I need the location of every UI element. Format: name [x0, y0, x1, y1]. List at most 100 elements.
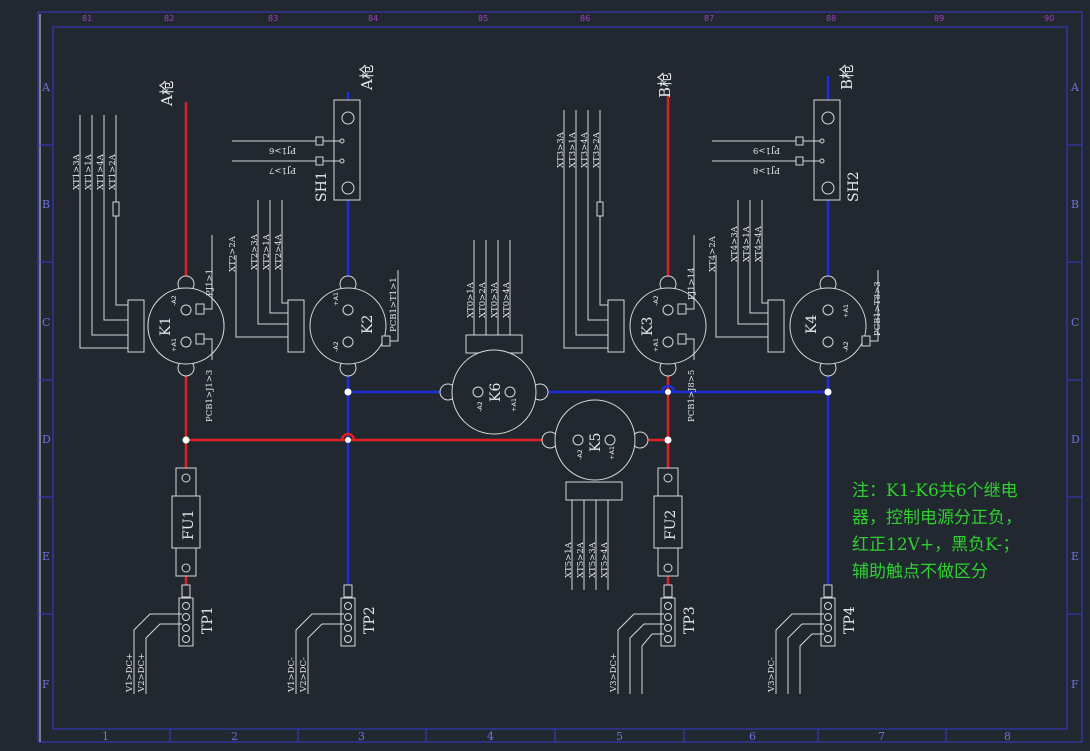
terminal-wire-label: V2>DC-	[299, 657, 309, 693]
row-zone-label: E	[42, 550, 50, 563]
pin-label: -A2	[652, 295, 660, 306]
terminal-tp4: V3>DC- TP4	[767, 584, 858, 694]
note-line: 红正12V+，黑负K-；	[852, 535, 1019, 555]
relay-label: K5	[588, 433, 604, 452]
col-tick: 82	[164, 14, 174, 23]
terminal-tp1: V1>DC+ V2>DC+ TP1	[125, 584, 216, 694]
aux-wire-label: XT3>3A	[556, 131, 566, 168]
aux-wire-label: XT4>1A	[742, 225, 752, 262]
terminal-wire-label: V3>DC+	[609, 653, 619, 693]
row-zone-label: D	[1071, 433, 1080, 446]
note-line: 辅助触点不做区分	[852, 562, 988, 582]
aux-wire-label: XT0>3A	[490, 281, 500, 318]
gun-label-a: A枪	[158, 80, 176, 107]
col-zone-label: 1	[102, 730, 109, 743]
terminal-label: TP3	[682, 606, 698, 634]
coil-wire-label: PCB1>J1>3	[205, 370, 215, 422]
fuse-label: FU1	[181, 510, 197, 540]
row-zone-label: A	[1070, 81, 1080, 94]
aux-wire-label: XT4>3A	[730, 225, 740, 262]
coil-wire-label: PJ1>14	[687, 268, 697, 300]
shunt-line-label: PJ1>8	[753, 165, 780, 175]
positive-wires	[184, 95, 670, 585]
aux-wire-label: XT1>4A	[96, 153, 106, 190]
pin-label: +A1	[332, 292, 340, 306]
aux-wire-label: XT5>3A	[588, 541, 598, 578]
relay-label: K1	[158, 317, 174, 336]
pin-label: -A2	[476, 401, 484, 412]
row-zone-label: A	[41, 81, 51, 94]
terminal-wire-label: V1>DC+	[125, 653, 135, 693]
aux-wire-label: XT2>3A	[250, 233, 260, 270]
row-zone-label: C	[1071, 316, 1079, 329]
col-tick: 84	[368, 14, 378, 23]
bottom-ruler: 1 2 3 4 5 6 7 8	[102, 729, 1011, 743]
relay-k2: XT2>2A XT2>3A XT2>1A XT2>4A +A1 -A2 K2 P…	[228, 200, 399, 377]
col-tick: 89	[934, 14, 944, 23]
col-tick: 90	[1044, 14, 1054, 23]
coil-wire-label: PCB1>T1>1	[389, 277, 399, 332]
row-zones: A B C D E F A B C D E F	[38, 81, 1082, 691]
terminal-tp3: V3>DC+ TP3	[609, 584, 698, 694]
gun-label-a: A枪	[358, 64, 376, 91]
aux-wire-label: XT2>1A	[262, 233, 272, 270]
fuse-fu1: FU1	[171, 467, 201, 577]
coil-wire-label: PJ1>1	[205, 269, 215, 296]
row-zone-label: F	[1071, 678, 1079, 691]
col-zone-label: 8	[1004, 730, 1011, 743]
aux-wire-label: XT1>3A	[72, 153, 82, 190]
gun-label-b: B枪	[838, 64, 856, 90]
relay-k4: XT4>2A XT4>3A XT4>1A XT4>4A +A1 -A2 K4 P…	[708, 200, 883, 377]
col-tick: 81	[82, 14, 92, 23]
pin-label: -A2	[332, 341, 340, 352]
col-zone-label: 4	[487, 730, 494, 743]
design-note: 注：K1-K6共6个继电 器，控制电源分正负， 红正12V+，黑负K-； 辅助触…	[852, 481, 1022, 582]
row-zone-label: D	[42, 433, 51, 446]
top-ruler: 81 82 83 84 85 86 87 88 89 90	[82, 14, 1054, 23]
row-zone-label: E	[1071, 550, 1079, 563]
terminal-label: TP4	[842, 606, 858, 634]
terminal-wire-label: V1>DC-	[287, 657, 297, 693]
aux-wire-label: XT0>1A	[466, 281, 476, 318]
aux-wire-label: XT2>4A	[274, 233, 284, 270]
coil-wire-label: PCB1>J8>5	[687, 370, 697, 422]
aux-wire-label: XT3>2A	[592, 131, 602, 168]
col-tick: 86	[580, 14, 590, 23]
aux-wire-label: XT0>4A	[502, 281, 512, 318]
pin-label: -A2	[842, 341, 850, 352]
col-tick: 83	[268, 14, 278, 23]
aux-wire-label: XT0>2A	[478, 281, 488, 318]
aux-wire-label: XT2>2A	[228, 235, 238, 272]
aux-wire-label: XT1>1A	[84, 153, 94, 190]
aux-wire-label: XT3>1A	[568, 131, 578, 168]
terminal-wire-label: V2>DC+	[137, 653, 147, 693]
col-zone-label: 5	[616, 730, 623, 743]
gun-label-b: B枪	[656, 72, 674, 98]
pin-label: +A1	[170, 338, 178, 352]
col-zone-label: 6	[749, 730, 756, 743]
col-tick: 88	[826, 14, 836, 23]
col-zone-label: 2	[231, 730, 238, 743]
shunt-label: SH1	[314, 171, 330, 202]
pin-label: -A2	[170, 295, 178, 306]
relay-k1: XT1>3A XT1>1A XT1>4A XT1>2A -A2 +A1 K1 P…	[72, 115, 225, 422]
aux-wire-label: XT5>2A	[576, 541, 586, 578]
inner-frame	[52, 26, 1068, 730]
pin-label: +A1	[510, 398, 518, 412]
row-zone-label: B	[1071, 198, 1079, 211]
note-line: 注：K1-K6共6个继电	[852, 481, 1018, 501]
shunt-line-label: PJ1>9	[753, 145, 780, 155]
pin-label: -A2	[576, 449, 584, 460]
relay-k5: XT5>1A XT5>2A XT5>3A XT5>4A -A2 +A1 K5	[541, 399, 649, 590]
aux-wire-label: XT1>2A	[108, 153, 118, 190]
col-tick: 85	[478, 14, 488, 23]
aux-wire-label: XT4>4A	[754, 225, 764, 262]
relay-label: K6	[488, 383, 504, 402]
shunt-sh2: PJ1>9 PJ1>8 SH2	[712, 99, 862, 202]
coil-wire-label: PCB1>T8>3	[873, 281, 883, 336]
pin-label: +A1	[842, 304, 850, 318]
relay-k3: XT3>3A XT3>1A XT3>4A XT3>2A -A2 +A1 K3 P…	[556, 110, 707, 422]
fuse-fu2: FU2	[653, 467, 683, 577]
shunt-label: SH2	[846, 171, 862, 202]
